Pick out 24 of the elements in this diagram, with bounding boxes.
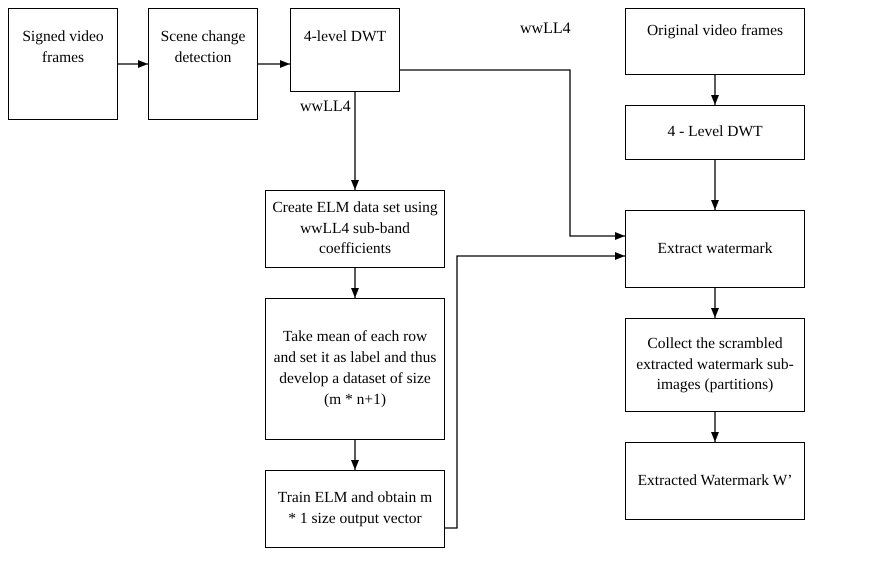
process-box: Signed video frames: [8, 8, 118, 120]
process-box: Extract watermark: [625, 210, 805, 288]
process-box: Take mean of each row and set it as label and thus develop a dataset of size (m * n+1): [265, 298, 445, 440]
arrow: [351, 92, 359, 190]
arrow: [118, 60, 148, 68]
arrow: [351, 440, 359, 470]
arrow: [711, 75, 719, 105]
arrow: [351, 268, 359, 298]
arrow: [258, 60, 290, 68]
process-box: Extracted Watermark W’: [625, 442, 805, 520]
process-box: Collect the scrambled extracted watermark sub- images (partitions): [625, 318, 805, 412]
arrow: [711, 412, 719, 442]
arrow: [711, 288, 719, 318]
process-box: Create ELM data set using wwLL4 sub-band coefficients: [265, 190, 445, 268]
process-box: 4 - Level DWT: [625, 105, 805, 160]
arrow: [400, 69, 625, 240]
arrow: [445, 252, 625, 529]
process-box: Scene change detection: [148, 8, 258, 120]
arrow: [711, 160, 719, 210]
process-box: Train ELM and obtain m * 1 size output vector: [265, 470, 445, 548]
process-box: 4-level DWT: [290, 8, 400, 92]
subband-label: wwLL4: [300, 98, 351, 116]
subband-label: wwLL4: [520, 20, 571, 38]
process-box: Original video frames: [625, 8, 805, 75]
